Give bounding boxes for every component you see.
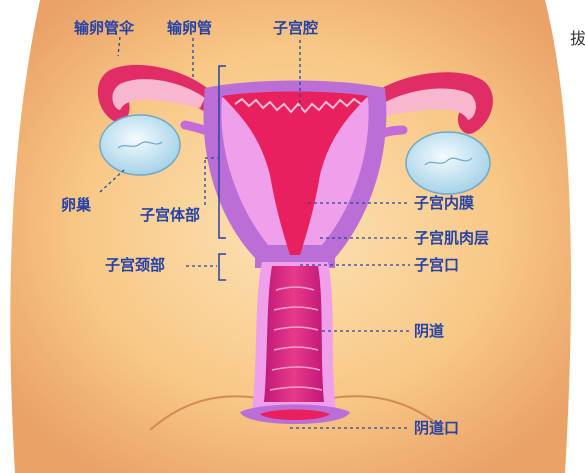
label-fallopian-tube: 输卵管 [167,19,212,37]
label-endometrium: 子宫内膜 [414,194,474,212]
label-fallopian-fimbria: 输卵管伞 [74,19,134,37]
ovary-right [406,132,490,194]
label-cervix: 子宫颈部 [105,256,165,274]
label-ovary: 卵巢 [61,196,91,214]
edge-text: 拔 [570,30,585,48]
label-uterine-cavity: 子宫腔 [273,19,318,37]
label-uterine-body: 子宫体部 [140,206,200,224]
ovary-left [100,115,180,175]
label-vaginal-opening: 阴道口 [414,419,459,437]
label-uterine-os: 子宫口 [414,256,459,274]
label-myometrium: 子宫肌肉层 [414,229,489,247]
label-vagina: 阴道 [414,322,444,340]
